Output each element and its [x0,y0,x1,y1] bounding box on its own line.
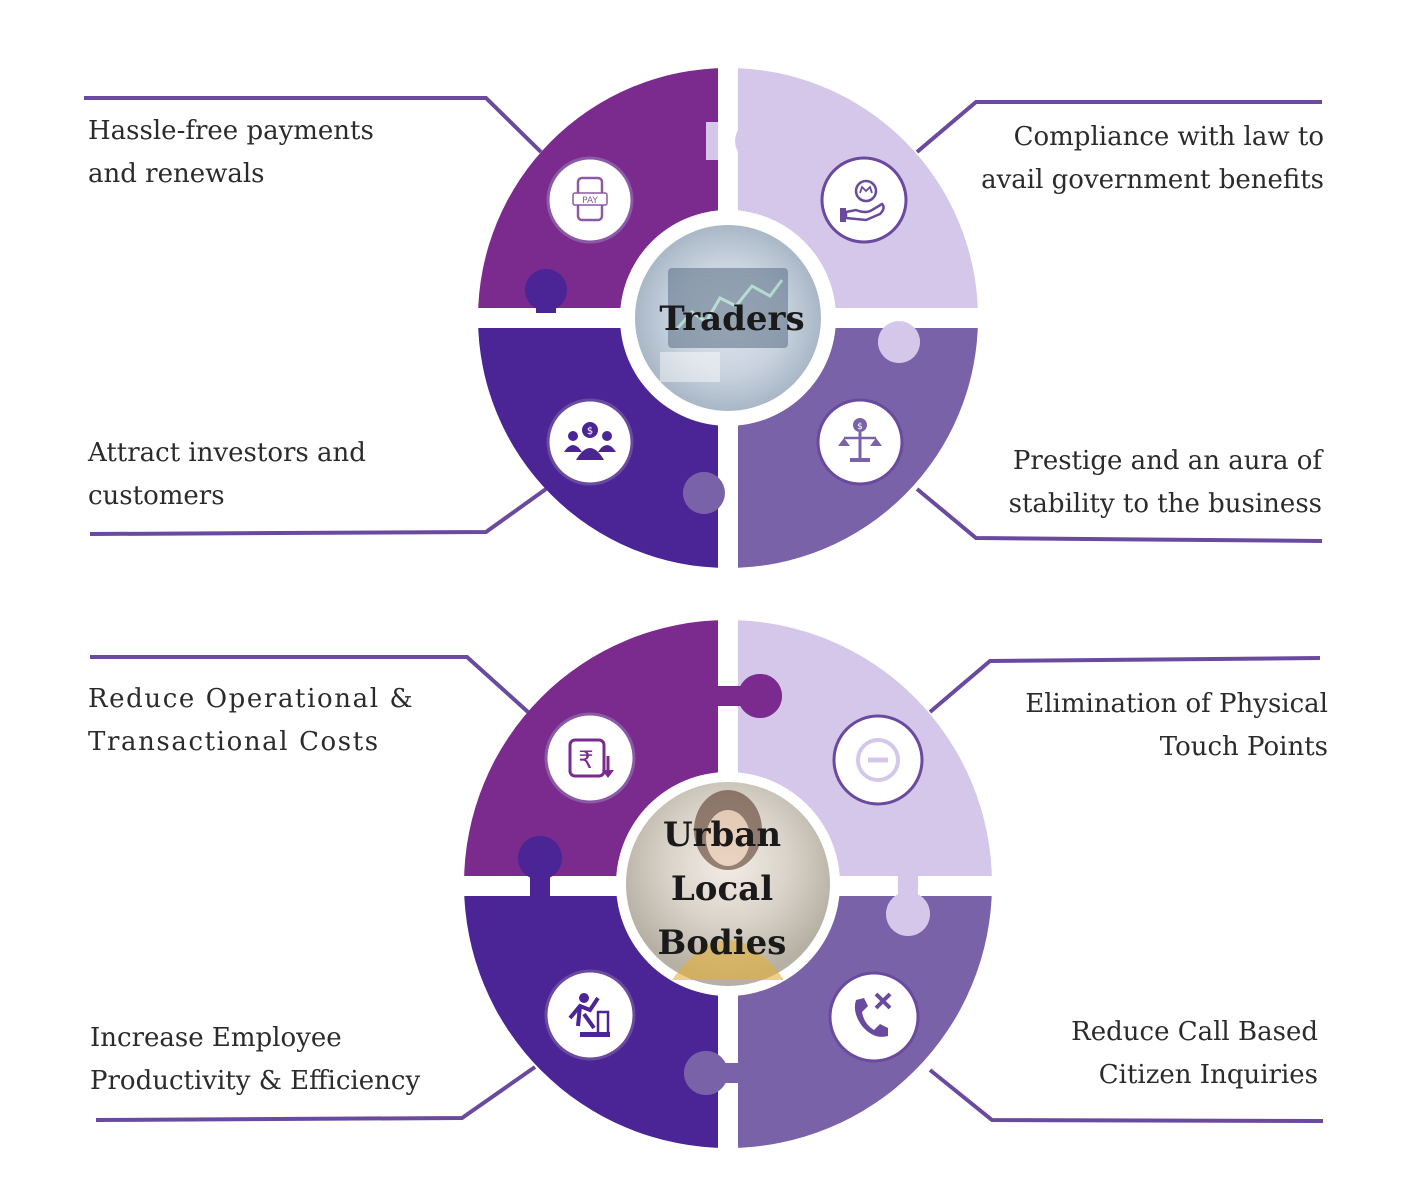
label-line: Reduce Operational & [88,684,415,714]
productivity-icon [544,969,636,1061]
label-line: Transactional Costs [88,727,380,757]
label-line: Citizen Inquiries [1098,1060,1318,1090]
connector-line-bottom-right [928,1068,1324,1123]
urban-center-title-line: Bodies [658,923,787,963]
urban-diagram: Urban Local Bodies ₹ [90,610,1324,1160]
minus-circle-icon [832,714,924,806]
balance-scale-icon: $ [816,398,904,486]
connector-line-top-right [915,100,1322,154]
label-line: and renewals [88,159,265,189]
rupee-down-icon: ₹ [544,712,636,804]
urban-center-title-line: Urban [663,815,781,855]
label-line: Increase Employee [90,1023,342,1053]
connector-line-bottom-right [915,487,1323,543]
connector-line-top-left [84,96,543,154]
pay-phone-icon: PAY [546,156,634,244]
label-line: Touch Points [1159,732,1328,762]
urban-center-title-line: Local [671,869,773,909]
connector-line-top-right [928,656,1321,714]
label-line: Elimination of Physical [1025,689,1328,719]
label-hassle-free-payments: Hassle-free payments and renewals [88,110,374,196]
label-line: Attract investors and [88,438,366,468]
label-increase-productivity: Increase Employee Productivity & Efficie… [90,1017,420,1103]
label-line: Hassle-free payments [88,116,374,146]
label-attract-investors: Attract investors and customers [88,432,366,518]
connector-line-bottom-left [95,1065,537,1122]
svg-text:₹: ₹ [578,746,593,774]
label-elimination-touch-points: Elimination of Physical Touch Points [1025,683,1328,769]
svg-text:PAY: PAY [582,196,598,206]
label-reduce-operational-costs: Reduce Operational & Transactional Costs [88,678,414,764]
connector-line-top-left [90,655,530,714]
label-line: Productivity & Efficiency [90,1066,421,1096]
trading-screen-graphic [660,268,788,382]
label-line: customers [88,481,225,511]
label-line: Prestige and an aura of [1012,446,1322,476]
label-line: stability to the business [1008,489,1322,519]
label-line: avail government benefits [981,165,1324,195]
person-graphic [672,790,784,980]
svg-text:$: $ [857,422,863,432]
urban-center-photo [626,782,830,986]
label-line: Compliance with law to [1013,122,1324,152]
hand-crown-icon [820,156,908,244]
label-reduce-call-inquiries: Reduce Call Based Citizen Inquiries [1071,1011,1318,1097]
svg-text:$: $ [587,426,593,437]
investors-icon: $ [546,398,634,486]
connector-line-bottom-left [89,487,548,536]
traders-center-title: Traders [659,299,804,339]
traders-diagram: Traders PAY $ $ [84,60,1323,580]
label-compliance-with-law: Compliance with law to avail government … [981,116,1324,202]
phone-cancel-icon [828,971,920,1063]
label-line: Reduce Call Based [1071,1017,1318,1047]
label-prestige-stability: Prestige and an aura of stability to the… [1009,440,1322,526]
